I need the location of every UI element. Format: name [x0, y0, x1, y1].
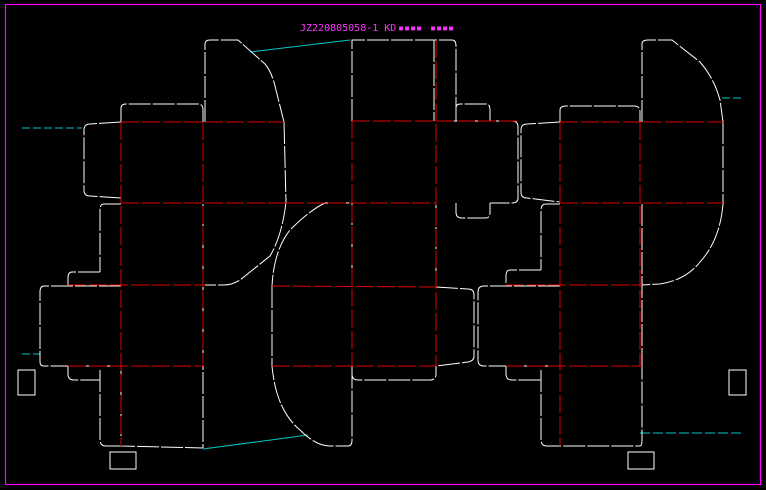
leader-lines: [22, 39, 744, 450]
left-box-crease-lines: [68, 121, 286, 446]
registration-marks: [17, 369, 747, 470]
center-box-cut-lines: [271, 39, 519, 447]
drawing-frame: [4, 3, 762, 486]
title-mark-2: ▪▪▪▪: [430, 23, 454, 34]
right-box-cut-lines: [477, 39, 724, 447]
right-box-crease-lines: [506, 121, 723, 446]
drawing-title: JZ220805058-1 KD: [300, 23, 396, 34]
left-box-cut-lines: [39, 39, 287, 449]
center-box-crease-lines: [271, 40, 520, 367]
title-mark-1: ▪▪▪▪: [398, 23, 422, 34]
